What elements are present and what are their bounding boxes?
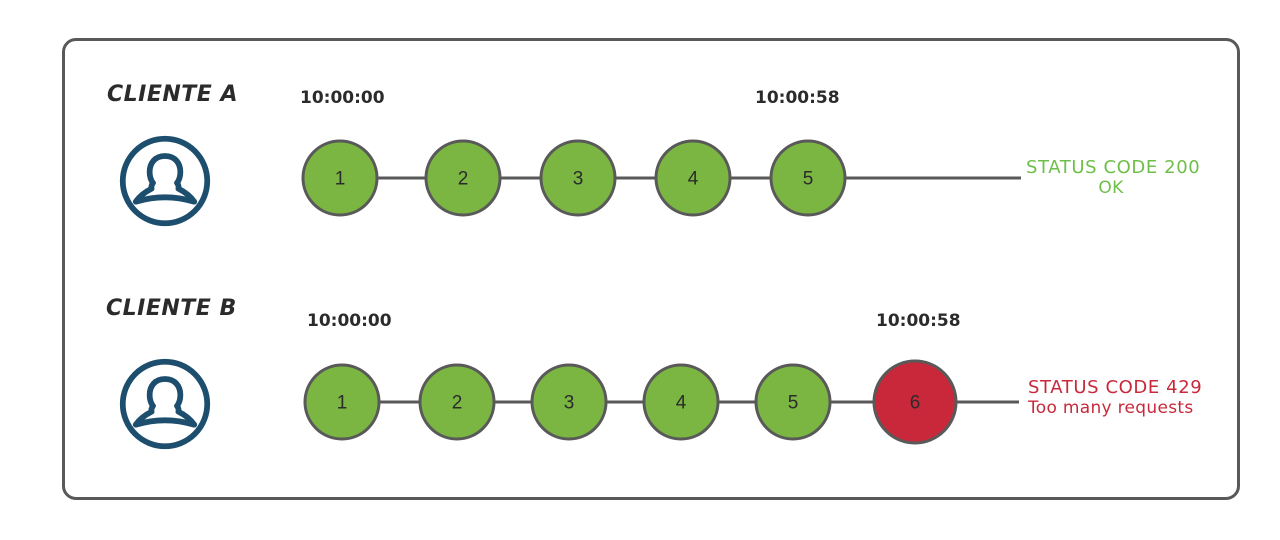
request-node-label: 1 xyxy=(337,393,348,414)
client-a-label: CLIENTE A xyxy=(107,82,239,107)
request-node[interactable]: 5 xyxy=(754,363,832,441)
request-node-label: 5 xyxy=(803,169,814,190)
status-code-line-a: STATUS CODE 200 xyxy=(1026,157,1201,178)
request-node[interactable]: 1 xyxy=(301,139,379,217)
status-badge-b: STATUS CODE 429 Too many requests xyxy=(1028,377,1228,418)
status-text-line-a: OK xyxy=(1098,178,1124,199)
request-node-label: 4 xyxy=(676,393,687,414)
request-node[interactable]: 1 xyxy=(303,363,381,441)
request-node[interactable]: 5 xyxy=(769,139,847,217)
request-node[interactable]: 4 xyxy=(654,139,732,217)
request-node[interactable]: 3 xyxy=(539,139,617,217)
request-node-label: 2 xyxy=(452,393,463,414)
request-node-label: 3 xyxy=(564,393,575,414)
request-node[interactable]: 3 xyxy=(530,363,608,441)
status-badge-a: STATUS CODE 200 OK xyxy=(1026,157,1201,199)
request-node[interactable]: 2 xyxy=(424,139,502,217)
request-chain-b: 1 2 3 4 5 6 xyxy=(303,359,1019,445)
request-node-label: 5 xyxy=(788,393,799,414)
timestamp-end-b: 10:00:58 xyxy=(876,311,961,331)
request-node-label: 2 xyxy=(458,169,469,190)
user-avatar-icon xyxy=(117,356,213,452)
status-code-line-b: STATUS CODE 429 xyxy=(1028,377,1203,398)
request-node-label: 6 xyxy=(910,393,921,414)
request-node-blocked[interactable]: 6 xyxy=(872,359,958,445)
timestamp-start-b: 10:00:00 xyxy=(307,311,392,331)
timestamp-start-a: 10:00:00 xyxy=(300,88,385,108)
request-node[interactable]: 4 xyxy=(642,363,720,441)
request-node-label: 3 xyxy=(573,169,584,190)
user-avatar-icon xyxy=(117,133,213,229)
request-chain-a: 1 2 3 4 5 xyxy=(301,139,1021,217)
request-node-label: 4 xyxy=(688,169,699,190)
timestamp-end-a: 10:00:58 xyxy=(755,88,840,108)
request-node-label: 1 xyxy=(335,169,346,190)
status-text-line-b: Too many requests xyxy=(1028,398,1194,419)
request-node[interactable]: 2 xyxy=(418,363,496,441)
client-b-label: CLIENTE B xyxy=(106,296,237,321)
